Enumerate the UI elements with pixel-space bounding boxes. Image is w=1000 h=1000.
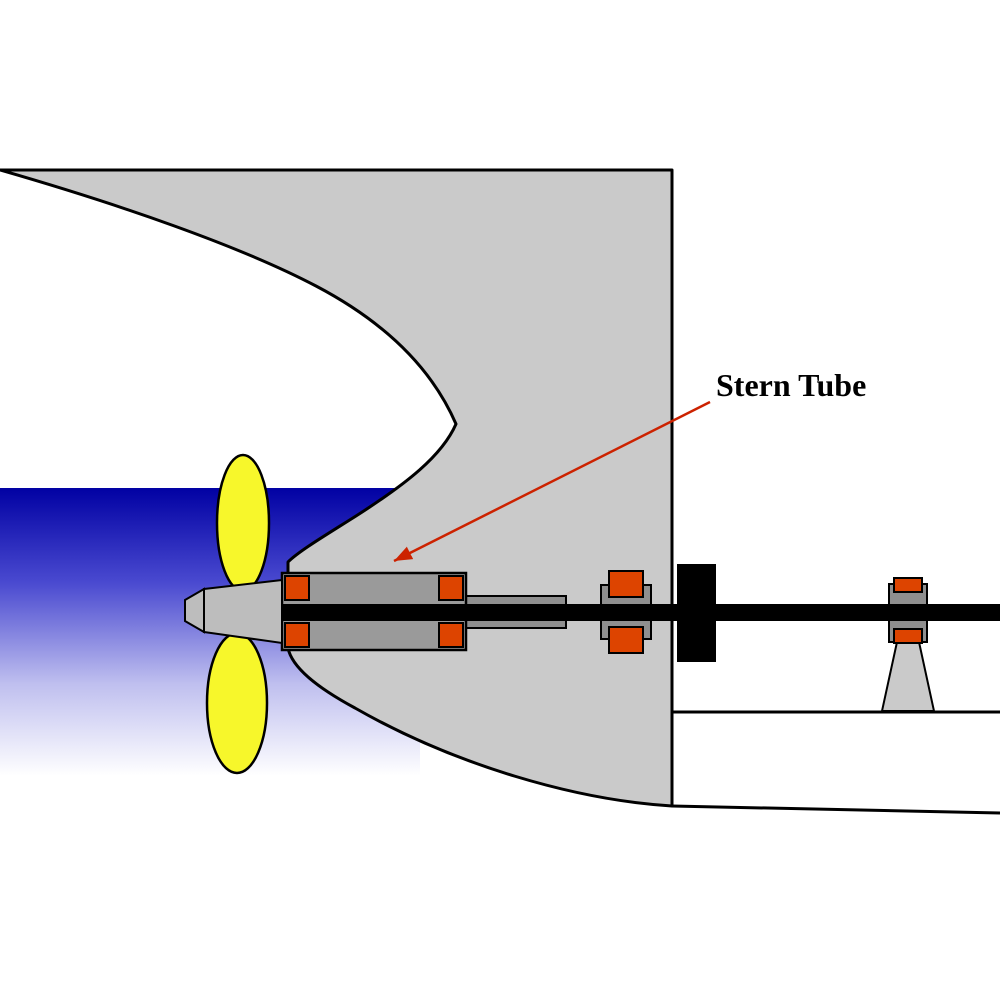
propeller-hub xyxy=(203,578,283,645)
annotation-arrow xyxy=(393,400,711,563)
stern-tube-seal-fwd-top xyxy=(438,575,464,601)
hull-section xyxy=(0,168,674,808)
propeller-shaft xyxy=(262,604,1000,621)
stern-tube-label: Stern Tube xyxy=(716,367,866,403)
stern-tube-seal-aft-top xyxy=(284,575,310,601)
hull-bottom-line xyxy=(671,804,1000,815)
stern-tube-seal-aft-bottom xyxy=(284,622,310,648)
pedestal-bearing-seal-top xyxy=(893,577,923,593)
bulkhead-gland xyxy=(677,564,716,662)
propeller-blade-lower xyxy=(205,631,269,775)
pedestal-bearing-seal-bottom xyxy=(893,628,923,644)
propeller-cap xyxy=(184,587,205,634)
stern-tube-seal-fwd-bottom xyxy=(438,622,464,648)
seal-unit-bottom xyxy=(608,626,644,654)
pedestal-bearing-support xyxy=(880,641,936,712)
seal-unit-top xyxy=(608,570,644,598)
propeller-blade-upper xyxy=(215,453,271,593)
